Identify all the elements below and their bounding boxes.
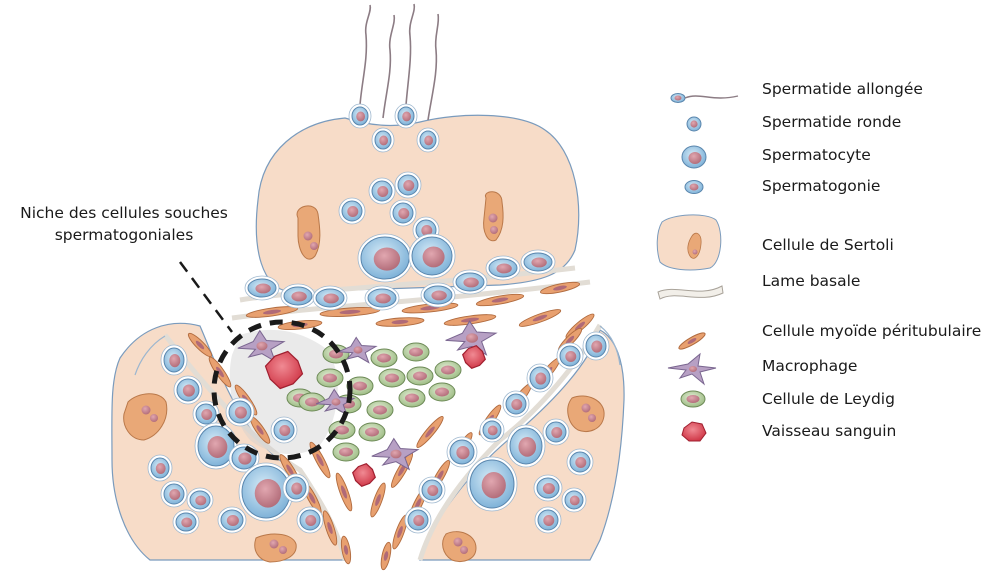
legend-icon-elongated-spermatid [671, 94, 738, 103]
macrophage [372, 439, 418, 470]
spermatogonium [453, 270, 487, 294]
spermatogonium [218, 507, 246, 533]
peritubular-myoid-cell [376, 316, 424, 327]
legend-label-spermatogonium: Spermatogonie [762, 177, 880, 195]
leydig-cell [435, 361, 461, 379]
round-spermatid [390, 200, 416, 226]
spermatogonium [527, 364, 553, 392]
leydig-cell [379, 369, 405, 387]
peritubular-myoid-cell [518, 307, 562, 330]
legend-label-elongated-spermatid: Spermatide allongée [762, 80, 923, 98]
spermatogonium [503, 391, 529, 417]
niche-pointer-line [180, 262, 232, 332]
legend-icon-spermatocyte [682, 146, 706, 168]
leydig-cell [407, 367, 433, 385]
spermatogonium [245, 276, 279, 300]
spermatogonium [562, 488, 586, 512]
spermatocyte [409, 234, 455, 278]
spermatogonium [567, 449, 593, 475]
legend-label-blood-vessel: Vaisseau sanguin [762, 422, 896, 440]
spermatid-tails [360, 4, 438, 120]
legend-icon-spermatogonium [685, 181, 703, 194]
spermatogonium [447, 437, 477, 467]
blood-vessel [353, 464, 376, 487]
spermatogonium [583, 332, 609, 360]
leydig-cell [359, 423, 385, 441]
sertoli-nucleus [568, 396, 604, 431]
legend-icon-blood-vessel [682, 422, 706, 441]
niche-label: Niche des cellules souches spermatogonia… [8, 202, 240, 246]
leydig-cell [333, 443, 359, 461]
spermatogonium [543, 419, 569, 445]
spermatogonium [535, 507, 561, 533]
peritubular-myoid-cell [379, 541, 393, 570]
spermatogonium [405, 507, 431, 533]
legend-label-macrophage: Macrophage [762, 357, 857, 375]
spermatogonium [480, 418, 504, 442]
sertoli-nucleus [484, 192, 503, 241]
spermatogonium [534, 475, 562, 501]
sertoli-nucleus [443, 532, 476, 562]
legend-label-leydig-cell: Cellule de Leydig [762, 390, 895, 408]
elongated-spermatid [395, 104, 417, 128]
sertoli-nucleus [297, 206, 320, 259]
spermatocyte [467, 457, 517, 511]
spermatogonium [161, 345, 187, 375]
round-spermatid [369, 178, 395, 204]
legend-label-round-spermatid: Spermatide ronde [762, 113, 901, 131]
spermatogonium [486, 256, 520, 280]
elongated-spermatid [417, 128, 439, 152]
peritubular-myoid-cell [368, 482, 388, 519]
spermatogonium [297, 507, 323, 533]
leydig-cell [403, 343, 429, 361]
legend-icons [657, 94, 738, 442]
legend-label-basal-lamina: Lame basale [762, 272, 860, 290]
elongated-spermatid [349, 104, 371, 128]
leydig-cell [317, 369, 343, 387]
legend-label-spermatocyte: Spermatocyte [762, 146, 871, 164]
spermatogonium [148, 455, 172, 481]
legend-icon-round-spermatid [687, 117, 701, 131]
leydig-cell [371, 349, 397, 367]
round-spermatid [339, 198, 365, 224]
peritubular-myoid-cell [414, 414, 446, 450]
spermatogonium [271, 417, 297, 443]
round-spermatid [395, 172, 421, 198]
legend-label-sertoli-cell: Cellule de Sertoli [762, 236, 894, 254]
legend-icon-sertoli-cell [657, 215, 721, 270]
spermatogonium [173, 510, 199, 534]
niche-label-line1: Niche des cellules souches [8, 202, 240, 224]
spermatogonium [226, 398, 254, 426]
legend-label-peritubular-myoid-cell: Cellule myoïde péritubulaire [762, 322, 981, 340]
leydig-cell [399, 389, 425, 407]
spermatogonium [187, 488, 213, 512]
niche-label-line2: spermatogoniales [8, 224, 240, 246]
peritubular-myoid-cell [540, 280, 581, 296]
spermatogonium [421, 283, 455, 307]
peritubular-myoid-cell [333, 472, 354, 512]
legend-icon-basal-lamina [658, 286, 723, 299]
legend-icon-peritubular-myoid-cell [677, 330, 707, 351]
spermatogonium [283, 474, 309, 502]
spermatogonium [419, 477, 445, 503]
spermatogonium [313, 286, 347, 310]
legend-icon-macrophage [668, 354, 716, 384]
spermatogonium [365, 286, 399, 310]
spermatogonium [174, 376, 202, 404]
spermatocyte [507, 425, 545, 467]
spermatogonium [161, 481, 187, 507]
legend-icon-leydig-cell [681, 391, 705, 407]
spermatogonium [281, 284, 315, 308]
elongated-spermatid [372, 128, 394, 152]
spermatogonium [557, 343, 583, 369]
leydig-cell [429, 383, 455, 401]
leydig-cell [367, 401, 393, 419]
spermatogonium [521, 250, 555, 274]
spermatocyte [358, 234, 412, 282]
